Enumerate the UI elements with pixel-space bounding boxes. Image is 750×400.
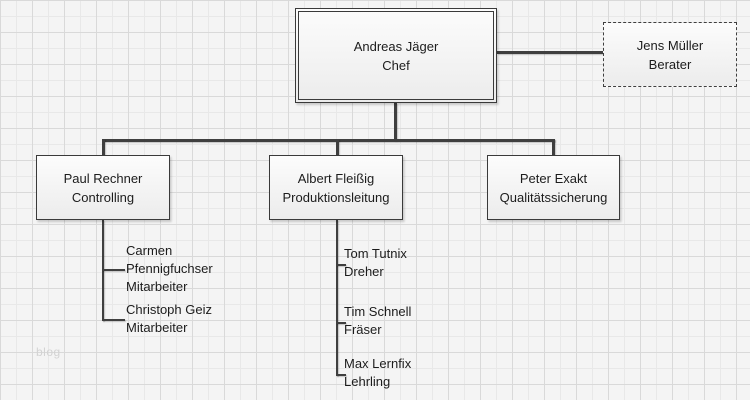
report-item-tom[interactable]: Tom Tutnix Dreher <box>344 245 454 281</box>
connector-drop-albert <box>336 139 339 155</box>
report-item-christoph[interactable]: Christoph Geiz Mitarbeiter <box>126 301 236 337</box>
node-manager-role: Qualitätssicherung <box>499 189 608 205</box>
report-role: Dreher <box>344 264 384 279</box>
connector-stub-tim <box>336 322 346 324</box>
connector-branch-albert <box>336 220 338 376</box>
report-role: Lehrling <box>344 374 391 389</box>
connector-stub-carmen <box>102 269 125 271</box>
node-manager-produktionsleitung[interactable]: Albert Fleißig Produktionsleitung <box>269 155 403 220</box>
connector-drop-peter <box>552 139 555 155</box>
report-role: Mitarbeiter <box>126 320 188 335</box>
report-role: Mitarbeiter <box>126 279 188 294</box>
node-manager-role: Controlling <box>71 189 135 205</box>
connector-level2-bus <box>102 139 555 142</box>
report-name: Tim Schnell <box>344 304 412 319</box>
report-name: Tom Tutnix <box>344 246 407 261</box>
node-chef[interactable]: Andreas Jäger Chef <box>295 8 497 103</box>
connector-root-to-advisor <box>497 51 603 54</box>
node-advisor-name: Jens Müller <box>636 37 704 53</box>
node-advisor-role: Berater <box>648 56 692 72</box>
connector-stub-max <box>336 374 346 376</box>
node-manager-qualitaetssicherung[interactable]: Peter Exakt Qualitätssicherung <box>487 155 620 220</box>
connector-drop-paul <box>102 139 105 155</box>
watermark-text: blog <box>36 345 61 359</box>
node-advisor[interactable]: Jens Müller Berater <box>603 22 737 87</box>
node-manager-name: Peter Exakt <box>519 170 588 186</box>
connector-stub-christoph <box>102 319 125 321</box>
node-manager-role: Produktionsleitung <box>282 189 390 205</box>
report-role: Fräser <box>344 322 382 337</box>
report-item-max[interactable]: Max Lernfix Lehrling <box>344 355 454 391</box>
connector-stub-tom <box>336 264 346 266</box>
report-item-tim[interactable]: Tim Schnell Fräser <box>344 303 454 339</box>
report-item-carmen[interactable]: Carmen Pfennigfuchser Mitarbeiter <box>126 242 226 296</box>
connector-root-drop <box>394 103 397 141</box>
node-manager-name: Albert Fleißig <box>297 170 375 186</box>
node-chef-role: Chef <box>382 57 410 73</box>
report-name: Christoph Geiz <box>126 302 212 317</box>
node-chef-name: Andreas Jäger <box>353 38 439 54</box>
report-name: Carmen Pfennigfuchser <box>126 243 213 276</box>
report-name: Max Lernfix <box>344 356 412 371</box>
node-manager-controlling[interactable]: Paul Rechner Controlling <box>36 155 170 220</box>
node-manager-name: Paul Rechner <box>63 170 143 186</box>
